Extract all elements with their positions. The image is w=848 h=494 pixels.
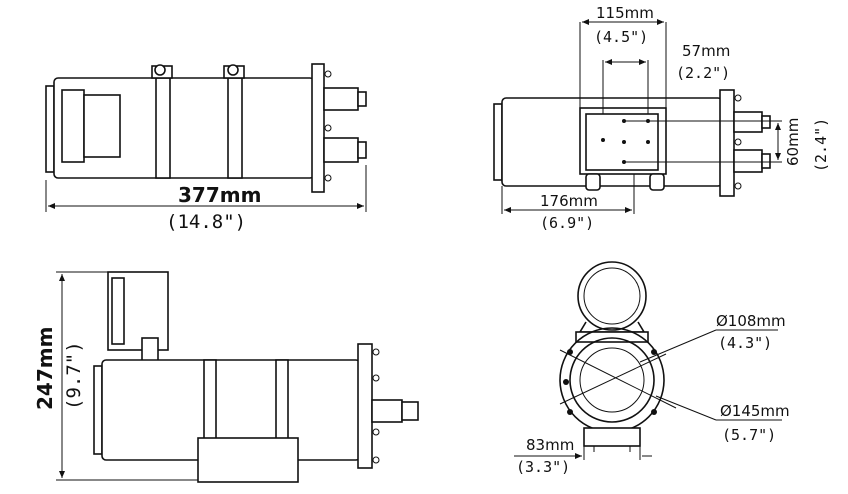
offset-mm: 176mm: [540, 192, 598, 210]
hole-spacing-y-inch: (2.4"): [812, 118, 830, 172]
side-view-top-right: 115mm (4.5") 57mm (2.2") 60mm (2.4") 176…: [493, 4, 830, 232]
side-view-bottom-left: 247mm (9.7"): [33, 271, 419, 483]
hole-spacing-y-mm: 60mm: [784, 118, 802, 166]
hole-marker: [563, 379, 569, 385]
height-mm: 247mm: [33, 327, 57, 410]
outer-diameter-mm: Ø145mm: [720, 402, 790, 420]
bracket-width-mm: 115mm: [596, 4, 654, 22]
hole-spacing-x-mm: 57mm: [682, 42, 730, 60]
hole-spacing-x-inch: (2.2"): [676, 64, 730, 82]
hole-marker: [651, 349, 657, 355]
hole-marker: [601, 138, 605, 142]
hole-marker: [622, 140, 626, 144]
outer-diameter-inch: (5.7"): [722, 426, 776, 444]
base-width-inch: (3.3"): [516, 458, 570, 476]
hole-marker: [567, 409, 573, 415]
hole-marker: [567, 349, 573, 355]
side-view-top-left: 377mm (14.8"): [45, 63, 367, 233]
length-mm: 377mm: [178, 183, 261, 207]
hole-marker: [646, 140, 650, 144]
base-width-mm: 83mm: [526, 436, 574, 454]
bracket-width-inch: (4.5"): [594, 28, 648, 46]
length-inch: (14.8"): [166, 211, 246, 233]
hole-marker: [651, 409, 657, 415]
front-view: Ø108mm (4.3") Ø145mm (5.7") 83mm (3.3"): [514, 261, 790, 476]
height-inch: (9.7"): [63, 341, 85, 410]
inner-diameter-inch: (4.3"): [718, 334, 772, 352]
inner-diameter-mm: Ø108mm: [716, 312, 786, 330]
offset-inch: (6.9"): [540, 214, 594, 232]
